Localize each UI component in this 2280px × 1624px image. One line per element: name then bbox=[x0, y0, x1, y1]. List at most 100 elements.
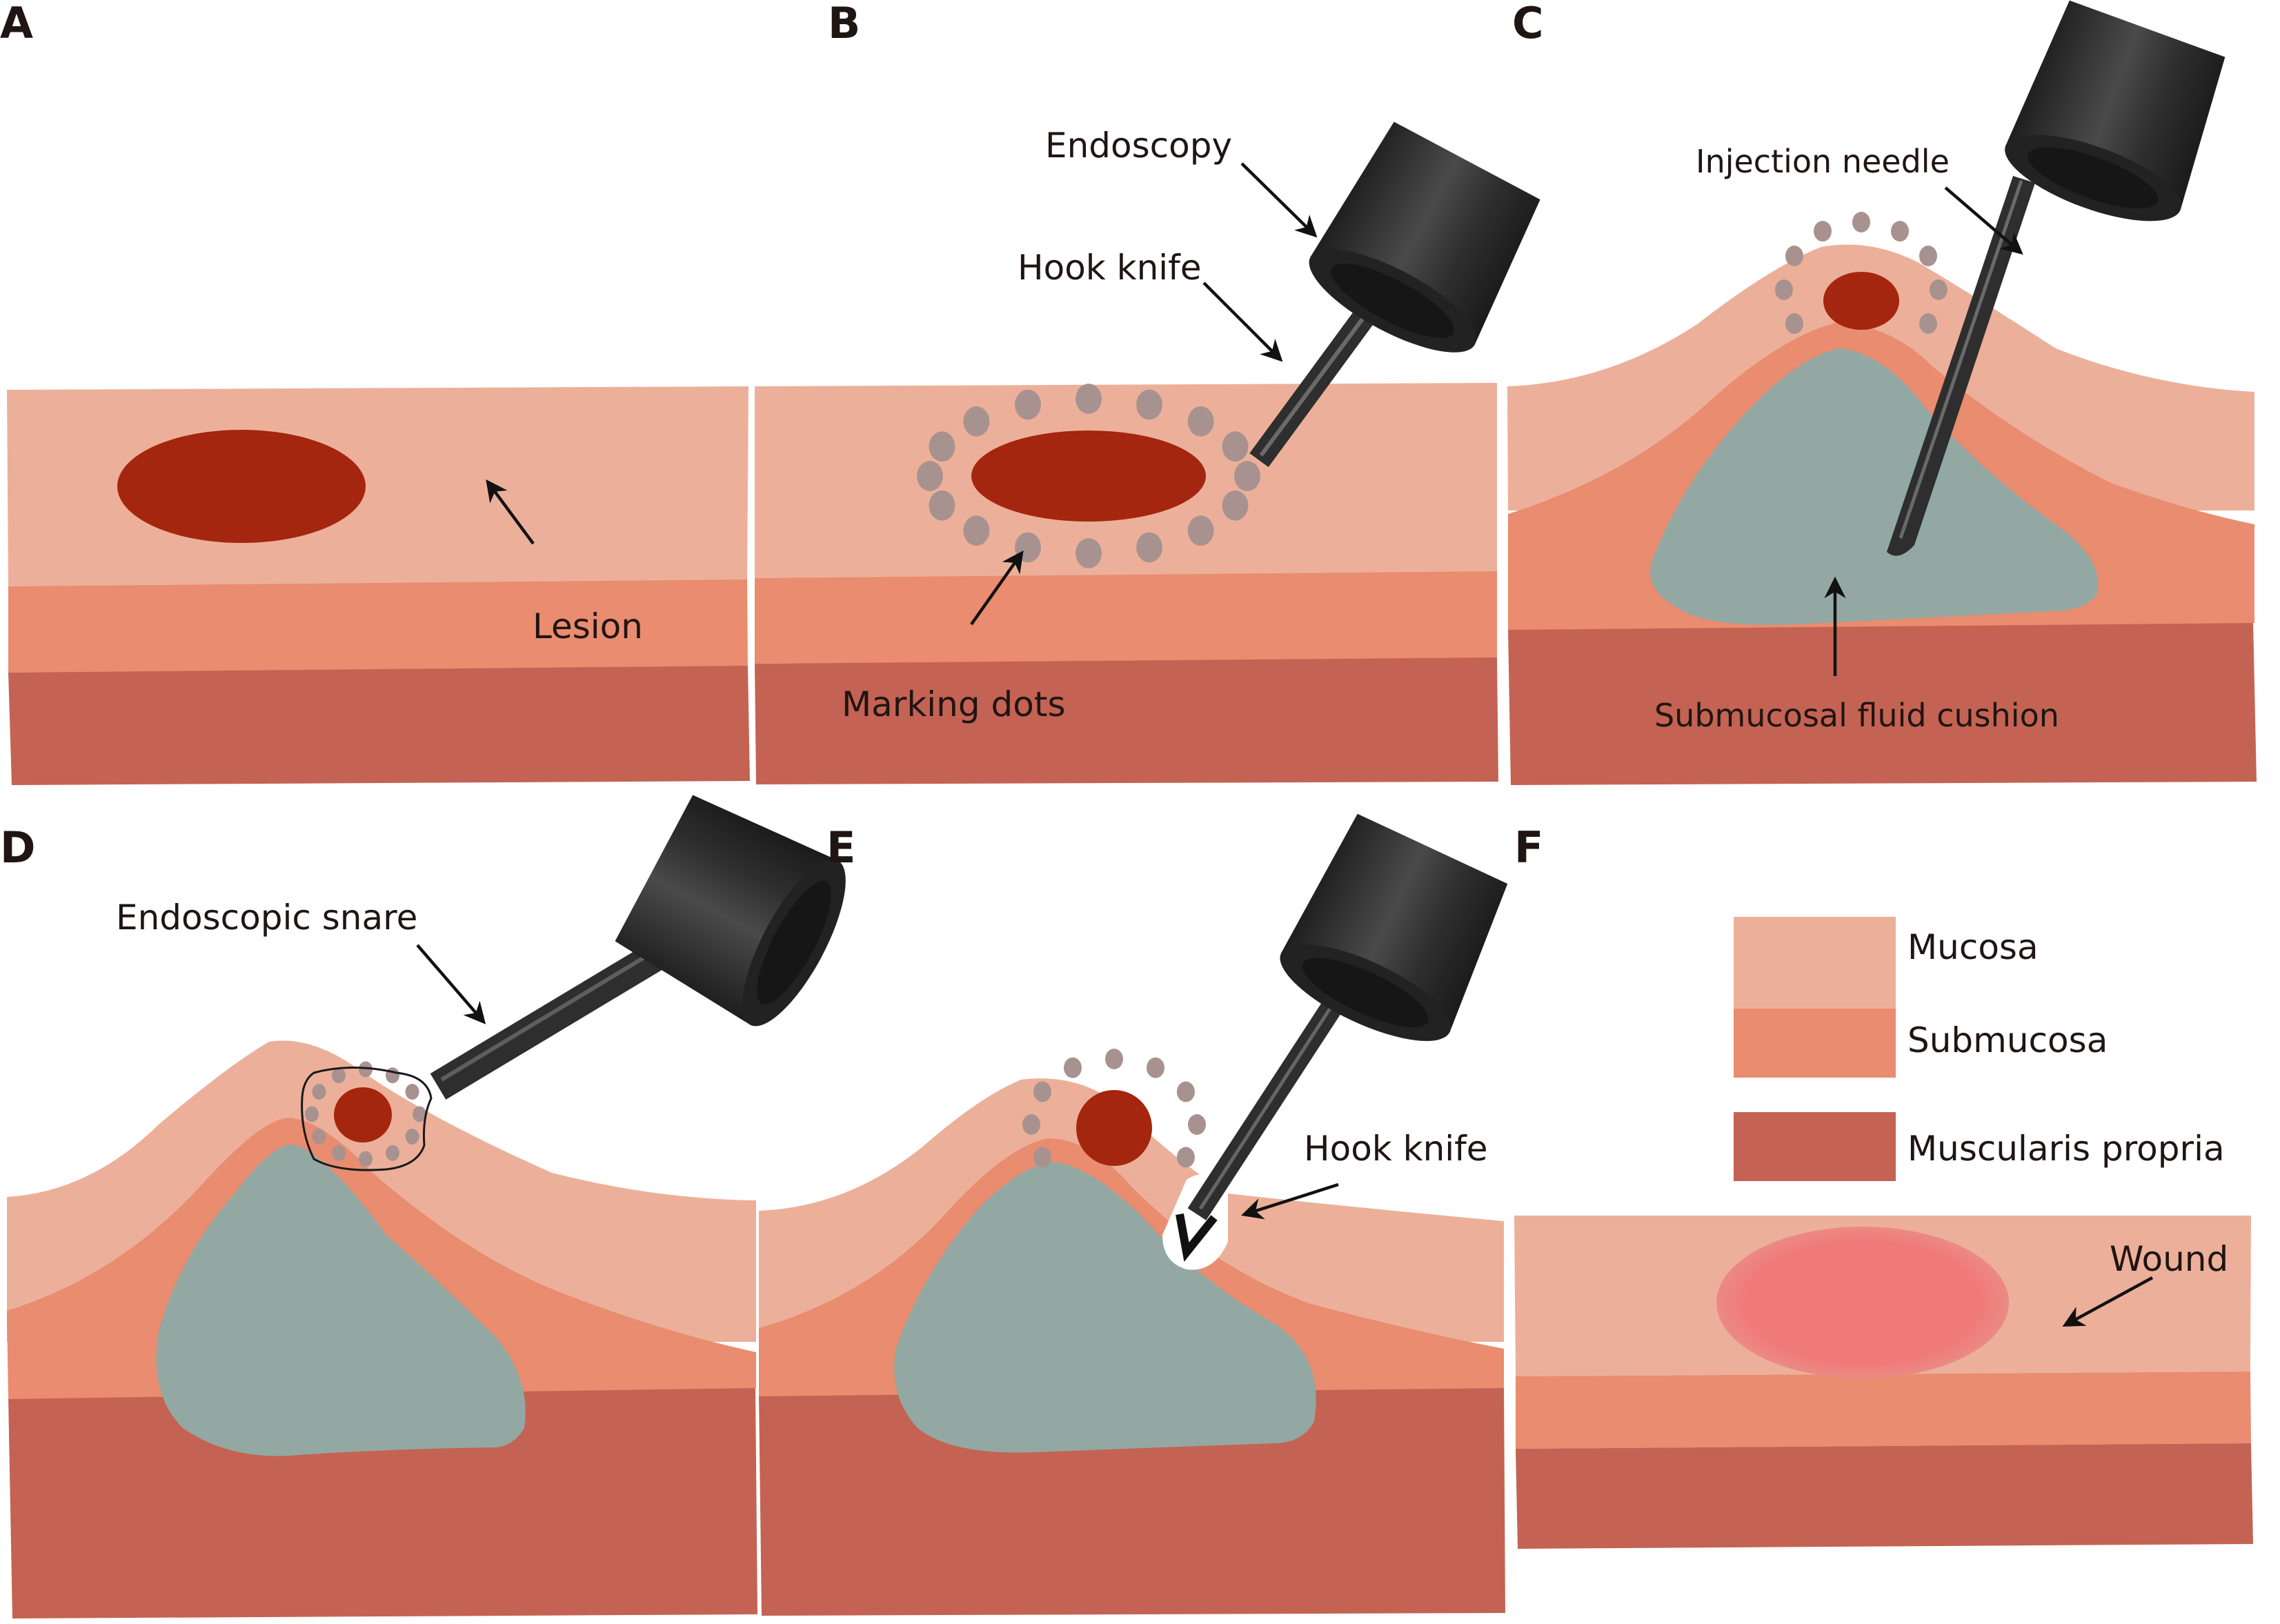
submucosal-fluid-cushion bbox=[894, 1162, 1316, 1453]
lesion bbox=[334, 1087, 392, 1142]
marking-dot bbox=[1775, 279, 1793, 300]
marking-dots bbox=[917, 384, 1260, 568]
endoscope-cap bbox=[1296, 117, 1549, 373]
lesion-label: Lesion bbox=[533, 606, 643, 646]
marking-dot bbox=[405, 1129, 419, 1145]
hook-knife-e-label: Hook knife bbox=[1304, 1129, 1488, 1169]
marking-dot bbox=[405, 1084, 419, 1100]
legend-label-muscularis: Muscularis propria bbox=[1907, 1129, 2225, 1169]
marking-dot bbox=[963, 515, 990, 546]
marking-dot bbox=[1014, 389, 1041, 420]
panel-d: D Endoscopic snare bbox=[0, 786, 866, 1618]
marking-dot bbox=[1814, 221, 1832, 242]
marking-dot bbox=[917, 461, 943, 491]
panel-letter-b: B bbox=[828, 0, 860, 48]
marking-dot bbox=[1222, 431, 1249, 462]
marking-dot bbox=[1136, 389, 1163, 420]
marking-dot bbox=[929, 491, 955, 521]
panel-c: C Injection needle Submucosal fluid cush… bbox=[1507, 0, 2257, 785]
endoscope bbox=[430, 786, 866, 1100]
legend-label-submucosa: Submucosa bbox=[1907, 1020, 2108, 1060]
marking-dot bbox=[305, 1106, 319, 1122]
marking-dot bbox=[1919, 313, 1937, 334]
marking-dot bbox=[1930, 279, 1947, 300]
marking-dot bbox=[1222, 491, 1249, 521]
marking-dot bbox=[1852, 212, 1870, 232]
marking-dot bbox=[1187, 406, 1214, 437]
panel-f: F Mucosa Submucosa Muscularis propria Wo… bbox=[1514, 822, 2253, 1549]
marking-dot bbox=[1176, 1081, 1195, 1102]
endoscopy-label: Endoscopy bbox=[1045, 126, 1232, 166]
endoscopic-snare-arrow bbox=[416, 944, 486, 1024]
marking-dots bbox=[1022, 1049, 1206, 1168]
marking-dot bbox=[1234, 461, 1260, 491]
marking-dot bbox=[1033, 1147, 1052, 1168]
submucosal-fluid-cushion bbox=[1650, 348, 2099, 625]
marking-dot bbox=[1891, 221, 1909, 242]
marking-dot bbox=[312, 1129, 326, 1145]
endoscope bbox=[1249, 117, 1549, 468]
submucosa-layer bbox=[1516, 1372, 2251, 1449]
marking-dot bbox=[359, 1061, 373, 1078]
wound-arrow bbox=[2062, 1276, 2154, 1327]
marking-dot bbox=[332, 1145, 346, 1161]
injection-needle-label: Injection needle bbox=[1696, 143, 1950, 180]
marking-dot bbox=[312, 1084, 326, 1100]
marking-dot bbox=[1176, 1147, 1195, 1168]
marking-dot bbox=[929, 431, 955, 462]
marking-dots bbox=[1775, 212, 1947, 334]
panel-e: E Hook knife bbox=[759, 809, 1517, 1616]
fluid-cushion-label: Submucosal fluid cushion bbox=[1654, 697, 2059, 734]
panel-b: B Endoscopy Hook knife Marking dots bbox=[755, 0, 1549, 784]
hook-knife-label: Hook knife bbox=[1018, 248, 1202, 288]
legend: Mucosa Submucosa Muscularis propria bbox=[1734, 917, 2225, 1181]
panel-letter-c: C bbox=[1512, 0, 1544, 48]
panel-a: A Lesion bbox=[0, 0, 750, 785]
panel-letter-e: E bbox=[826, 822, 855, 873]
endoscope-cap bbox=[1267, 809, 1517, 1060]
marking-dot bbox=[1064, 1057, 1082, 1078]
submucosal-fluid-cushion bbox=[156, 1144, 526, 1456]
legend-label-mucosa: Mucosa bbox=[1907, 927, 2039, 967]
legend-swatch-submucosa bbox=[1734, 1009, 1896, 1078]
injection-needle bbox=[1887, 176, 2035, 556]
marking-dot bbox=[1188, 1114, 1206, 1135]
muscularis-layer bbox=[755, 657, 1498, 784]
endoscopy-arrow bbox=[1240, 162, 1318, 238]
marking-dots bbox=[305, 1061, 426, 1167]
submucosa-layer bbox=[8, 580, 748, 673]
wound bbox=[1716, 1227, 2009, 1378]
snare-loop bbox=[301, 1067, 433, 1171]
endoscope bbox=[1176, 809, 1517, 1262]
endoscopic-snare-label: Endoscopic snare bbox=[116, 898, 417, 938]
marking-dot bbox=[386, 1145, 399, 1161]
panel-letter-d: D bbox=[0, 822, 35, 873]
hook-knife-tip bbox=[1176, 1213, 1218, 1262]
muscularis-layer bbox=[8, 1387, 757, 1618]
injection-needle-arrow bbox=[1944, 186, 2023, 255]
panel-letter-f: F bbox=[1514, 822, 1543, 873]
tissue-layers-e bbox=[759, 1078, 1505, 1616]
marking-dot bbox=[1022, 1114, 1040, 1135]
marking-dot bbox=[1075, 538, 1102, 568]
marking-dot bbox=[1075, 384, 1102, 414]
wound-label: Wound bbox=[2110, 1239, 2228, 1279]
marking-dot bbox=[1033, 1081, 1052, 1102]
marking-dot bbox=[386, 1067, 399, 1084]
marking-dot bbox=[1187, 515, 1214, 546]
hook-knife-e-arrow bbox=[1240, 1182, 1339, 1220]
muscularis-layer bbox=[8, 666, 750, 785]
endoscope-cap bbox=[1994, 0, 2235, 239]
hook-knife-arrow bbox=[1202, 281, 1283, 362]
marking-dot bbox=[413, 1106, 426, 1122]
muscularis-layer bbox=[1508, 621, 2257, 785]
muscularis-layer bbox=[1516, 1443, 2253, 1549]
marking-dot bbox=[1136, 532, 1163, 563]
lesion bbox=[971, 430, 1206, 522]
lesion bbox=[1823, 272, 1899, 330]
marking-dot bbox=[1105, 1049, 1123, 1069]
marking-dots-label: Marking dots bbox=[842, 684, 1066, 724]
legend-swatch-muscularis bbox=[1734, 1112, 1896, 1181]
lesion bbox=[117, 430, 366, 543]
